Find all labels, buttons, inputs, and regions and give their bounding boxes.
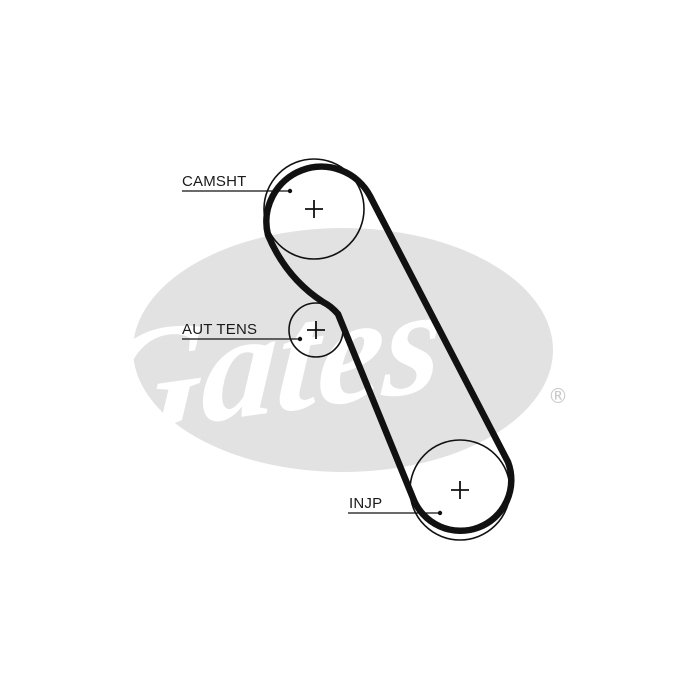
tensioner-leader-dot bbox=[297, 336, 303, 342]
camshaft-center-mark bbox=[305, 200, 323, 218]
tensioner-label: AUT TENS bbox=[182, 321, 257, 338]
injection-pump-center-mark bbox=[451, 481, 469, 499]
center-marks bbox=[305, 200, 469, 499]
injection-pump-leader-dot bbox=[437, 510, 443, 516]
camshaft-label: CAMSHT bbox=[182, 173, 247, 190]
camshaft-pulley bbox=[263, 158, 365, 260]
callouts bbox=[182, 190, 440, 514]
watermark-ellipse bbox=[133, 228, 553, 472]
watermark-registered-mark: ® bbox=[548, 384, 568, 408]
tensioner-center-mark bbox=[307, 321, 325, 339]
callout-dots bbox=[287, 188, 443, 516]
timing-belt bbox=[263, 163, 515, 534]
injection-pump-label: INJP bbox=[349, 495, 382, 512]
camshaft-leader-dot bbox=[287, 188, 293, 194]
